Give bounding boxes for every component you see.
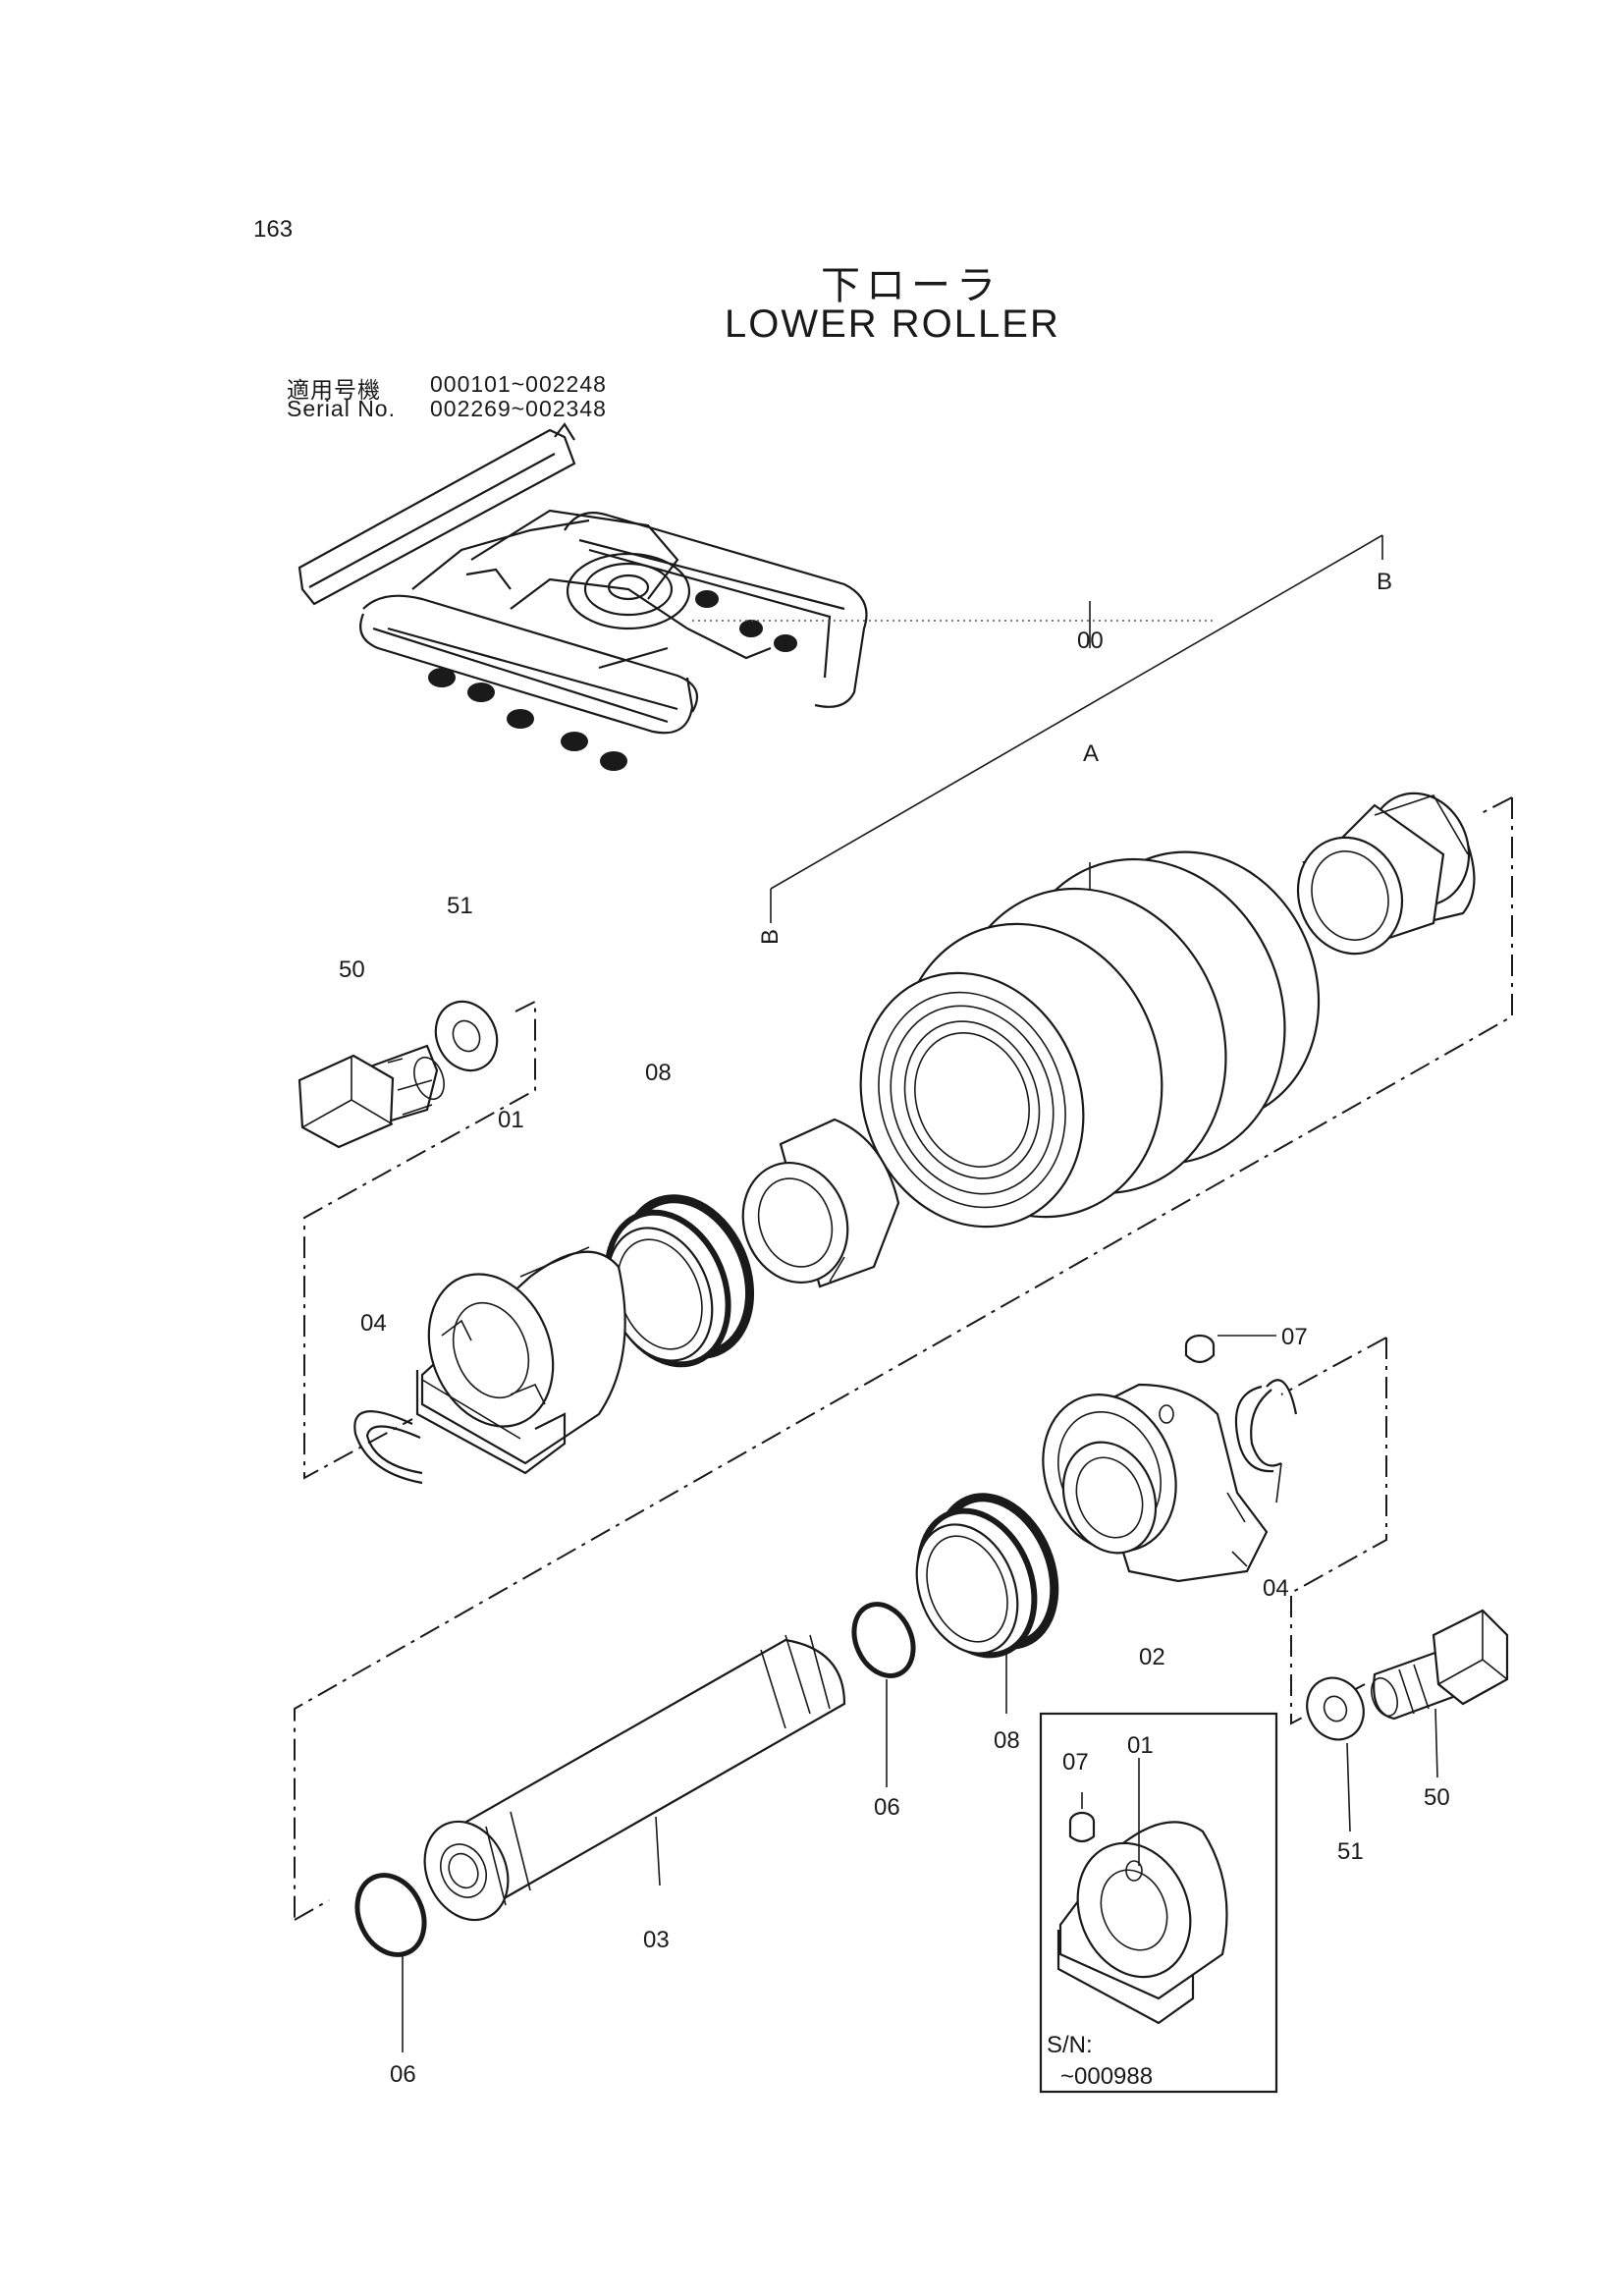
o-ring-left (354, 1873, 427, 2052)
callout-bushing-left: B (757, 929, 784, 945)
assembly-outline (294, 534, 1513, 1921)
callout-bolt-right: 50 (1424, 1784, 1450, 1811)
title-english: LOWER ROLLER (725, 302, 1060, 346)
callout-bolt-left: 50 (339, 957, 365, 983)
floating-seal-left (604, 1194, 755, 1368)
inset-box (1039, 1712, 1278, 2094)
serial-range-2: 002269~002348 (430, 396, 607, 421)
plug-right (1184, 1334, 1276, 1364)
shaft (423, 1634, 846, 1922)
callout-o-ring-right: 06 (874, 1794, 900, 1821)
roller-body (859, 850, 1321, 1229)
title-japanese: 下ローラ (821, 264, 1001, 307)
retaining-ring-right (1234, 1379, 1298, 1503)
callout-roller: A (1083, 740, 1099, 767)
callout-collar-left: 01 (498, 1107, 524, 1133)
undercarriage-overview-illustration (298, 422, 1213, 771)
callout-floating-seal-left: 08 (645, 1060, 672, 1086)
washer-right (1306, 1676, 1365, 1832)
o-ring-right (851, 1602, 916, 1787)
callout-labels: 00 A B B 51 50 08 01 04 07 04 02 08 06 0… (339, 569, 1450, 2090)
callout-washer-left: 51 (447, 893, 473, 919)
bushing-right (1296, 792, 1476, 956)
bolt-right (1371, 1609, 1509, 1778)
collar-right (1042, 1383, 1269, 1583)
inset-callout-collar: 01 (1127, 1732, 1154, 1759)
floating-seal-right (915, 1493, 1059, 1714)
retaining-ring-left (353, 1410, 423, 1485)
callout-assembly: 00 (1077, 628, 1104, 654)
washer-left (434, 1000, 499, 1072)
callout-shaft: 03 (643, 1927, 670, 1953)
inset-callout-plug: 07 (1062, 1749, 1089, 1776)
callout-retaining-ring-left: 04 (360, 1310, 387, 1337)
callout-o-ring-left: 06 (390, 2061, 416, 2088)
callout-washer-right: 51 (1337, 1838, 1364, 1865)
bushing-left (741, 1118, 900, 1288)
serial-label-japanese: 適用号機 (287, 377, 381, 403)
callout-collar-right: 02 (1139, 1644, 1165, 1670)
callout-bushing-right: B (1377, 569, 1392, 595)
callout-floating-seal-right: 08 (994, 1727, 1020, 1754)
inset-sn-range: ~000988 (1060, 2063, 1153, 2090)
serial-range-1: 000101~002248 (430, 371, 607, 397)
callout-retaining-ring-right: 04 (1263, 1575, 1289, 1602)
collar-left (415, 1246, 626, 1475)
inset-sn-label: S/N: (1047, 2032, 1093, 2058)
serial-label-english: Serial No. (287, 396, 396, 421)
callout-plug: 07 (1281, 1324, 1308, 1350)
page-number: 163 (253, 216, 294, 243)
bolt-left (298, 1044, 445, 1149)
